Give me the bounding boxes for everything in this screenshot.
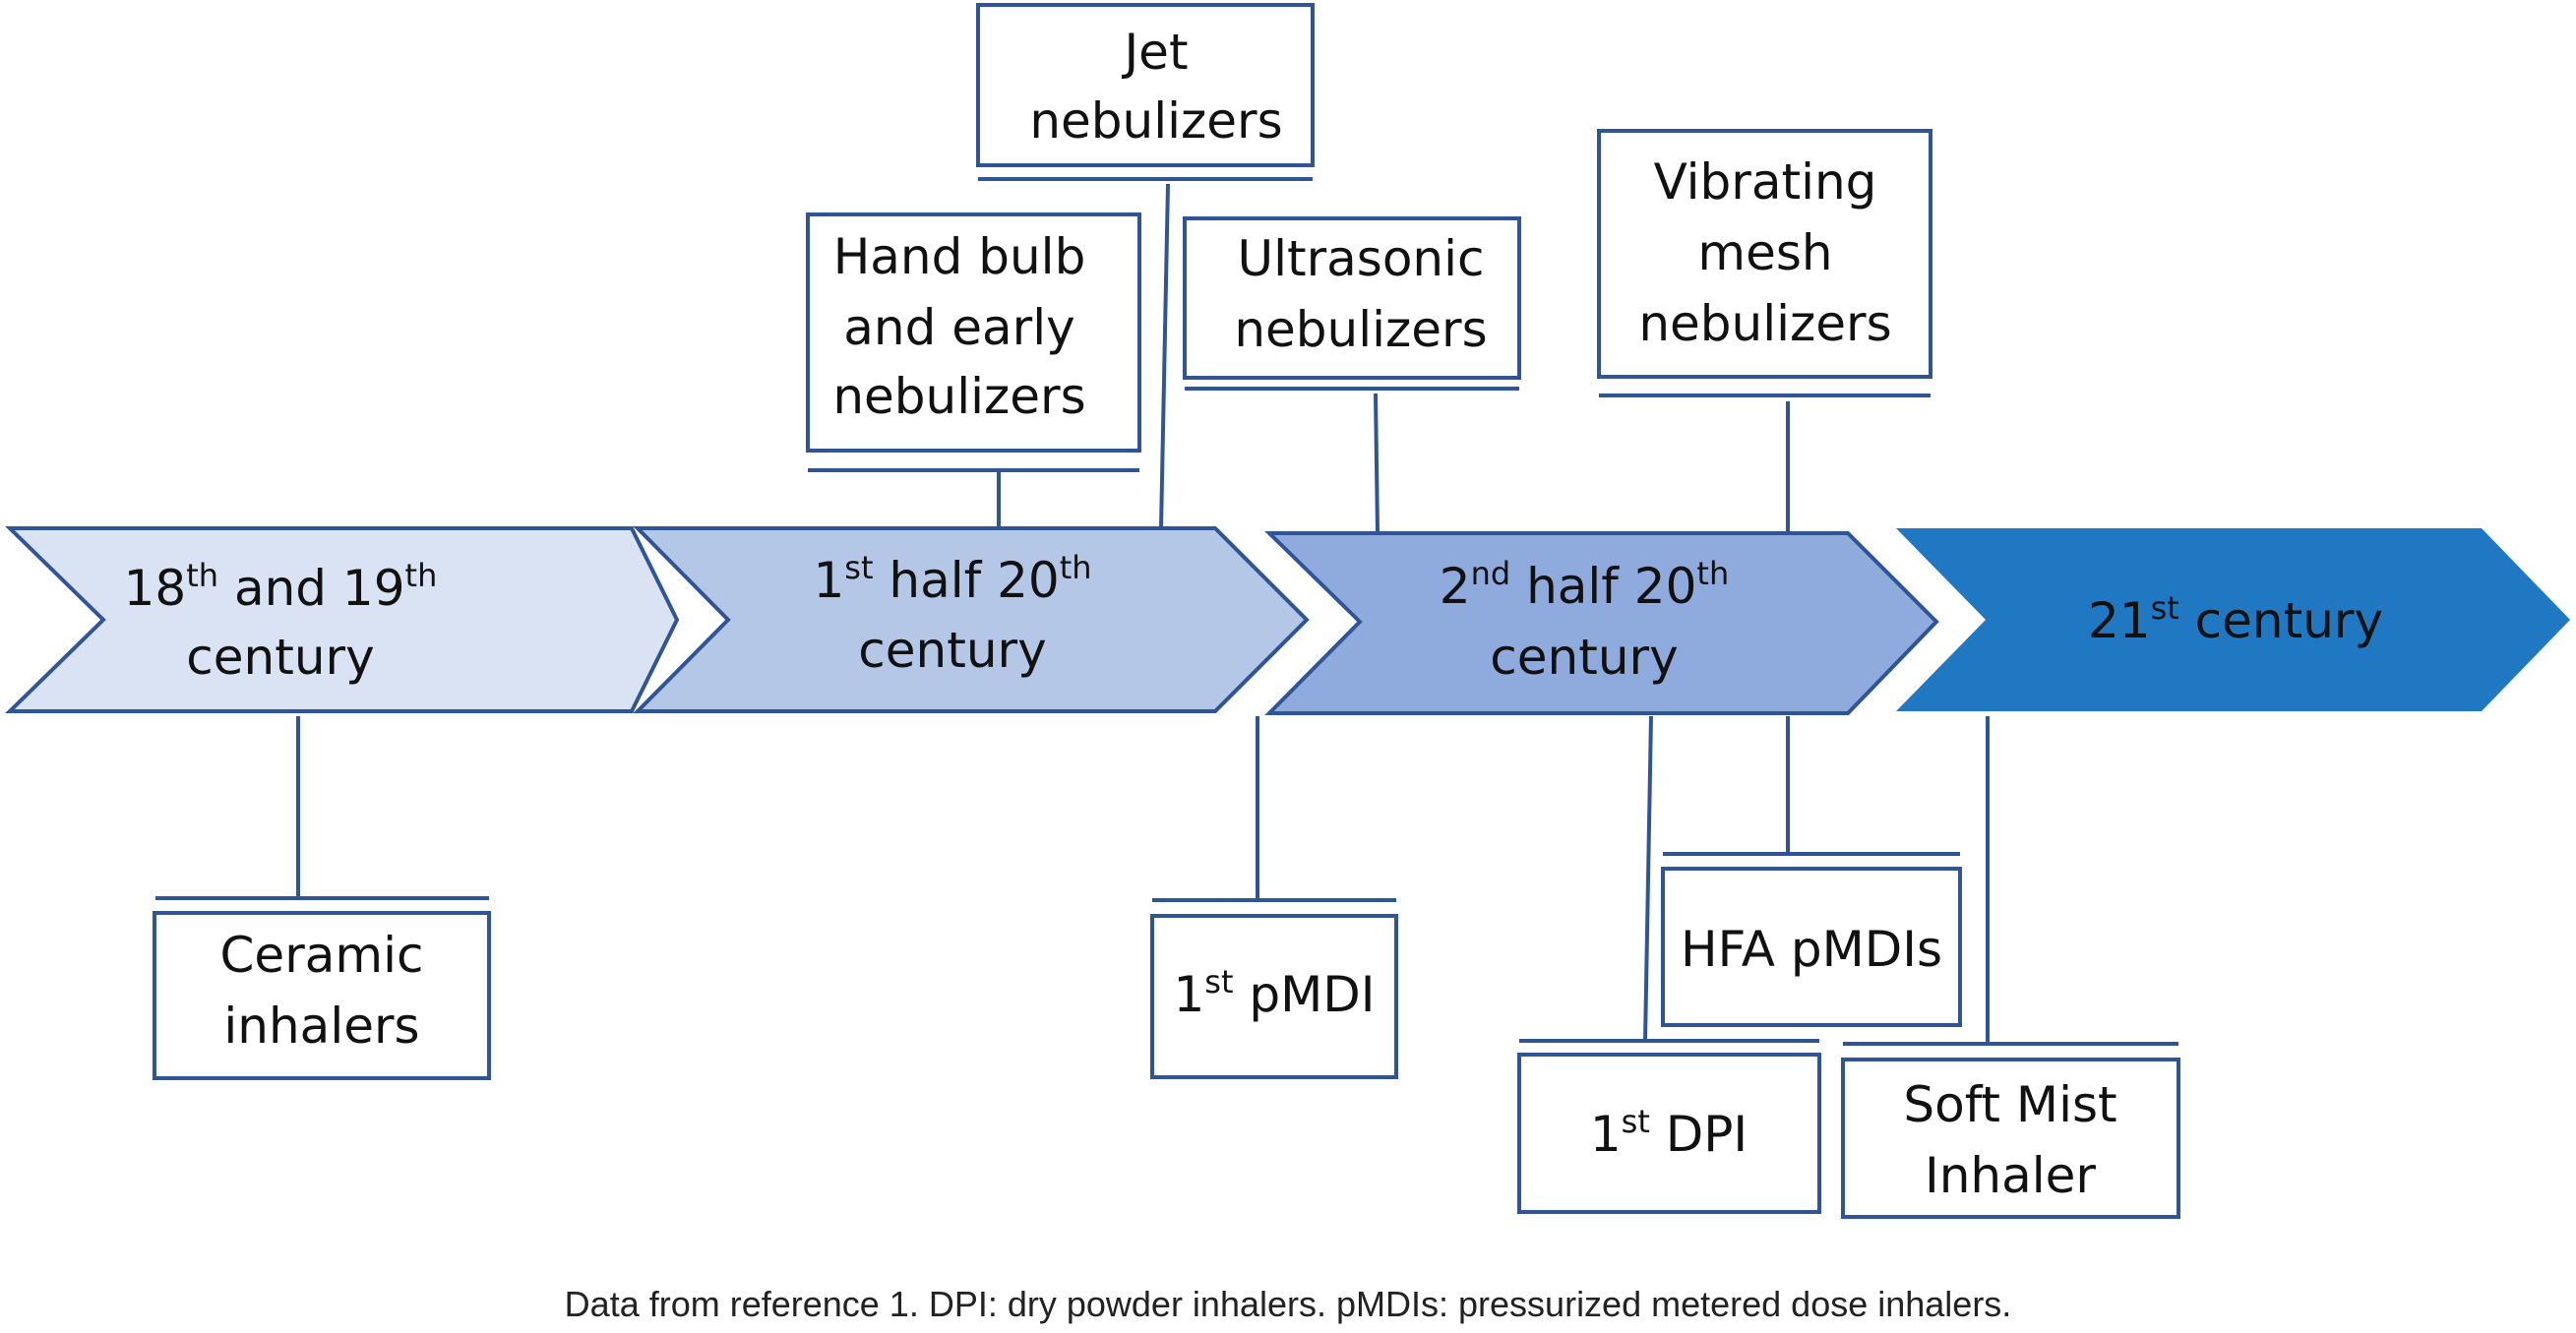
figure-caption: Data from reference 1. DPI: dry powder i… [564,1284,2012,1324]
stage-arrow-21st [1896,528,2570,711]
stage-arrow-18th-19th [5,526,680,713]
box-jet [976,3,1315,167]
box-jet-line2: nebulizers [1029,92,1282,150]
box-handbulb-line2: and early [843,299,1074,356]
timeline-arrows [5,526,2570,715]
box-softmist-line1: Soft Mist [1903,1076,2116,1133]
stage-label-1st-half-20th: 1st half 20th [813,549,1091,609]
box-ceramic [153,911,491,1080]
stage-arrow-2nd-half-20th [1264,531,1939,715]
box-ultrasonic-line1: Ultrasonic [1237,230,1484,287]
box-softmist-line2: Inhaler [1925,1147,2096,1204]
box-softmist [1841,1058,2180,1219]
box-hfa [1661,867,1962,1027]
box-pmdi [1150,914,1398,1079]
box-pmdi-label: 1st pMDI [1173,963,1375,1023]
stage-arrow-1st-half-20th [633,526,1310,713]
stage-label-2nd-half-20th: 2nd half 20th [1440,555,1729,615]
box-vibrating-line1: Vibrating [1654,153,1877,211]
box-handbulb [806,212,1141,453]
box-dpi-label: 1st DPI [1590,1103,1748,1163]
box-jet-line1: Jet [1121,24,1188,81]
box-handbulb-line1: Hand bulb [833,228,1086,285]
box-dpi [1517,1053,1821,1214]
stage-label-18th-19th: 18th and 19th [124,557,438,617]
stage-label-2nd-half-20th-line2: century [1490,629,1678,686]
box-vibrating [1597,129,1932,379]
box-ceramic-line2: inhalers [223,998,419,1055]
stage-label-21st: 21st century [2088,589,2383,649]
stage-label-18th-19th-line2: century [186,629,374,686]
connector-jet [1159,183,1170,529]
box-ultrasonic-line2: nebulizers [1234,301,1487,358]
connector-ultrasonic [1374,393,1380,534]
box-handbulb-line3: nebulizers [832,368,1085,425]
connector-dpi [1643,715,1653,1042]
box-hfa-label: HFA pMDIs [1681,921,1942,978]
box-ultrasonic [1183,216,1521,380]
device-boxes [153,3,2180,1219]
device-labels: Ceramic inhalers Hand bulb and early neb… [220,24,2117,1204]
box-ceramic-line1: Ceramic [220,927,424,984]
box-vibrating-line2: mesh [1697,224,1832,281]
box-vibrating-line3: nebulizers [1638,295,1891,352]
connectors [296,183,1990,1044]
stage-label-1st-half-20th-line2: century [858,622,1046,679]
